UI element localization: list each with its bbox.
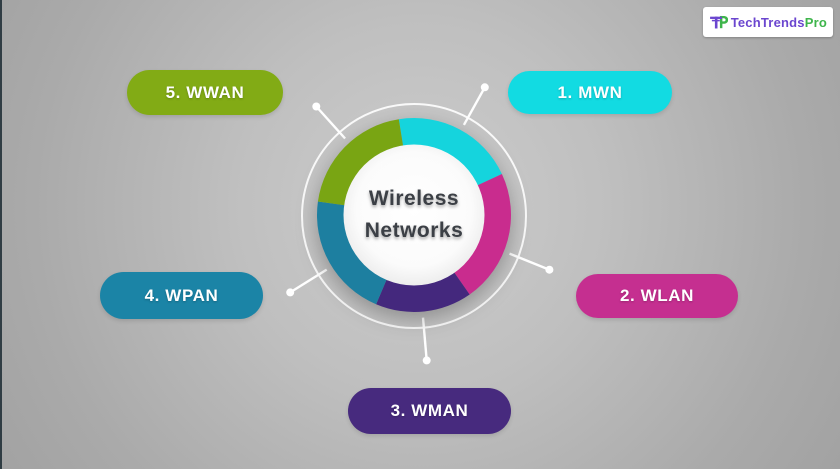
connector-dot-mwn: [480, 83, 489, 92]
techtrendspro-logo: TechTrendsPro: [703, 7, 833, 37]
brand-name-primary: TechTrends: [730, 14, 805, 30]
wheel-title-line2: Networks: [364, 219, 464, 242]
connector-dot-wman: [422, 356, 431, 365]
pill-label-wlan: 2. WLAN: [619, 286, 695, 305]
brand-name-suffix: Pro: [804, 14, 827, 30]
wheel-center-label: Wireless Networks: [304, 105, 524, 325]
wheel-segment-wwan: [317, 119, 404, 206]
wheel-segment-wpan: [316, 201, 387, 305]
pill-label-mwn: 1. MWN: [557, 82, 623, 102]
connector-dot-wlan: [545, 265, 554, 274]
label-pill-wman: 3. WMAN: [348, 388, 511, 434]
label-pill-wlan: 2. WLAN: [576, 274, 738, 318]
wireless-networks-wheel: [316, 117, 511, 313]
wheel-title-line1: Wireless: [368, 187, 460, 210]
left-edge-strip: [0, 0, 2, 469]
wheel-segment-wlan: [454, 174, 511, 295]
pill-label-wwan: 5. WWAN: [165, 82, 245, 102]
label-pill-mwn: 1. MWN: [508, 71, 672, 114]
outer-decorative-ring: [301, 103, 527, 329]
wheel-segment-mwn: [398, 117, 502, 186]
pill-label-wman: 3. WMAN: [390, 401, 469, 420]
connector-dot-wpan: [286, 288, 295, 297]
pill-label-wpan: 4. WPAN: [144, 285, 219, 305]
label-pill-wwan: 5. WWAN: [127, 70, 283, 115]
techtrendspro-logo-icon: [710, 15, 728, 29]
label-pill-wpan: 4. WPAN: [100, 272, 263, 319]
wheel-segment-wman: [376, 272, 470, 313]
techtrendspro-logo-text: TechTrendsPro: [731, 15, 827, 30]
wheel-inner-disc: [343, 144, 485, 286]
